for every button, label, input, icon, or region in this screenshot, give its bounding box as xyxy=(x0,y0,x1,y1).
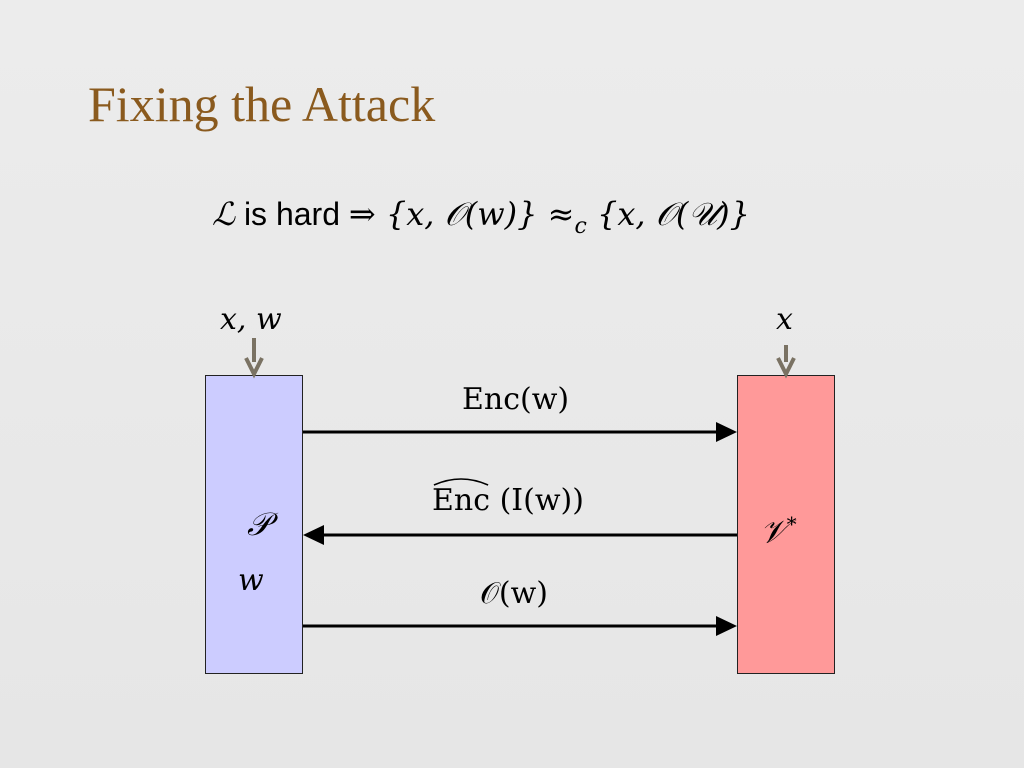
verifier-input-label: x xyxy=(776,302,793,337)
verifier-box xyxy=(737,375,835,674)
implies-symbol: ⇒ xyxy=(348,195,376,233)
message-label-enc-w: Enc(w) xyxy=(462,382,570,417)
slide-title: Fixing the Attack xyxy=(88,76,436,132)
message-label-enc-hat: Enc (I(w)) xyxy=(432,478,584,519)
prover-input-label: x, w xyxy=(220,302,282,337)
enc-hat-main: Enc xyxy=(432,483,491,518)
prover-witness: w xyxy=(238,563,264,598)
verifier-symbol-group: 𝒱* xyxy=(760,506,797,550)
enc-hat-wrap: Enc xyxy=(432,478,491,519)
hardness-formula: ℒ is hard ⇒ {x, 𝒪(w)} ≈c {x, 𝒪(𝒰)} xyxy=(212,190,750,251)
formula-rhs: {x, 𝒪(𝒰)} xyxy=(586,195,751,233)
verifier-input-arrow xyxy=(776,345,796,379)
verifier-star: * xyxy=(786,512,797,536)
message-label-obf-w: 𝒪(w) xyxy=(480,576,548,611)
approx-symbol: ≈ xyxy=(547,195,575,233)
arrow-obf-w xyxy=(303,616,737,636)
hat-accent-icon xyxy=(433,478,489,486)
prover-symbol: 𝒫 xyxy=(247,505,271,543)
enc-hat-rest: (I(w)) xyxy=(490,483,584,518)
prover-box xyxy=(205,375,303,674)
is-hard-text: is hard xyxy=(235,196,349,232)
formula-lhs: {x, 𝒪(w)} xyxy=(375,195,548,233)
verifier-symbol: 𝒱 xyxy=(760,512,787,551)
language-symbol: ℒ xyxy=(212,195,236,233)
arrow-enc-w xyxy=(303,422,737,442)
prover-input-arrow xyxy=(244,338,264,379)
approx-subscript: c xyxy=(574,214,587,239)
arrow-enc-hat xyxy=(303,525,737,545)
